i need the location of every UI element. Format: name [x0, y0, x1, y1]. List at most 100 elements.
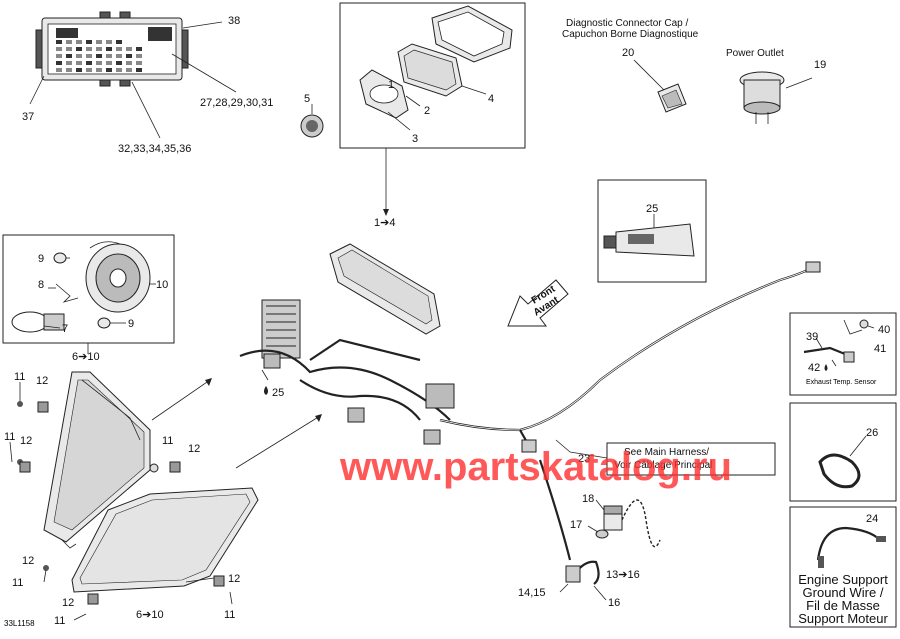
- callout-11-a: 11: [14, 371, 25, 383]
- fuse-slot: [56, 61, 62, 65]
- callout-10: 10: [156, 279, 168, 291]
- callout-12-b: 12: [20, 435, 32, 447]
- fuse-slot: [96, 40, 102, 44]
- callout-41: 41: [874, 343, 886, 355]
- exhaust-sensor-label: Exhaust Temp. Sensor: [806, 379, 877, 386]
- callout-13-to-16: 13➔16: [606, 569, 640, 581]
- fuse-slot: [76, 40, 82, 44]
- ground-wire-line-4: Support Moteur: [798, 611, 888, 626]
- fuse-slot: [136, 47, 142, 51]
- callout-20: 20: [622, 47, 634, 59]
- sealant-tube-illustration: [603, 223, 695, 257]
- fuse-slot: [66, 68, 72, 72]
- see-harness-label-fr: Voir Câblage Principal: [614, 460, 712, 471]
- fuse-slot: [96, 54, 102, 58]
- diag-cap-label-en: Diagnostic Connector Cap /: [566, 18, 689, 29]
- fuse-slot: [86, 68, 92, 72]
- fuse-slot: [136, 54, 142, 58]
- callout-3: 3: [412, 133, 418, 145]
- fuse-slot: [106, 54, 112, 58]
- callout-40: 40: [878, 324, 890, 336]
- callout-18: 18: [582, 493, 594, 505]
- callout-11-e: 11: [54, 615, 65, 627]
- callout-2: 2: [424, 105, 430, 117]
- fuse-slot: [96, 68, 102, 72]
- callout-11-f: 11: [224, 609, 235, 621]
- fuse-slot: [126, 61, 132, 65]
- drawing-code: 33L1158: [4, 619, 35, 628]
- sealant-frame: [597, 179, 707, 283]
- clamp-frame: [789, 402, 897, 502]
- fuse-slot: [66, 47, 72, 51]
- callout-4: 4: [488, 93, 494, 105]
- callout-6-to-10-top: 6➔10: [72, 351, 100, 363]
- fuse-slot: [136, 68, 142, 72]
- cluster-and-harness-illustration: [239, 243, 821, 561]
- callout-11-c: 11: [162, 435, 173, 447]
- watermark-text: www.partskatalog.ru: [339, 445, 732, 489]
- fuse-slot: [126, 54, 132, 58]
- left-headlight-illustration: [43, 371, 151, 549]
- tether-switch-illustration: [565, 499, 661, 585]
- callout-23: 23: [578, 453, 590, 465]
- callout-6-to-10-bottom: 6➔10: [136, 609, 164, 621]
- fuse-slot: [56, 54, 62, 58]
- diag-cap-label-fr: Capuchon Borne Diagnostique: [562, 29, 699, 40]
- callout-12-a: 12: [36, 375, 48, 387]
- exhaust-sensor-frame: [789, 312, 897, 396]
- fuse-slot: [86, 61, 92, 65]
- callout-39: 39: [806, 331, 818, 343]
- fuse-slot: [116, 40, 122, 44]
- callout-37: 37: [22, 111, 34, 123]
- diagnostic-cap-illustration: [657, 83, 687, 113]
- fuse-slot: [56, 68, 62, 72]
- fuse-slot: [116, 61, 122, 65]
- callout-32-36: 32,33,34,35,36: [118, 143, 191, 155]
- ground-wire-line-2: Ground Wire /: [803, 585, 884, 600]
- fuse-slot: [106, 68, 112, 72]
- gauge-kit-frame: [339, 2, 526, 149]
- fuse-slot: [86, 54, 92, 58]
- callout-7: 7: [62, 323, 68, 335]
- fuse-slot: [136, 61, 142, 65]
- exhaust-sensor-illustration: [803, 319, 869, 367]
- front-direction-arrow: [507, 279, 569, 327]
- fuse-slot: [86, 47, 92, 51]
- callout-1: 1: [388, 79, 394, 91]
- callout-12-e: 12: [62, 597, 74, 609]
- see-harness-label-en: See Main Harness/: [624, 447, 709, 458]
- right-headlight-illustration: [71, 487, 259, 593]
- fuse-slot: [96, 61, 102, 65]
- gauge-illustration: [300, 5, 513, 138]
- callout-19: 19: [814, 59, 826, 71]
- ground-wire-illustration: [816, 526, 886, 568]
- callout-14-15: 14,15: [518, 587, 546, 599]
- power-outlet-illustration: [739, 71, 785, 124]
- callout-17: 17: [570, 519, 582, 531]
- ground-wire-line-1: Engine Support: [798, 572, 888, 587]
- callout-38: 38: [228, 15, 240, 27]
- callout-12-f: 12: [228, 573, 240, 585]
- fuse-slot: [76, 54, 82, 58]
- fuse-slot: [106, 61, 112, 65]
- fuse-slot: [96, 47, 102, 51]
- ground-wire-line-3: Fil de Masse: [806, 598, 880, 613]
- fuse-slot: [116, 54, 122, 58]
- see-harness-frame: [606, 442, 776, 476]
- callout-42: 42: [808, 362, 820, 374]
- fuse-slot: [116, 47, 122, 51]
- callout-26: 26: [866, 427, 878, 439]
- callout-9-bottom: 9: [128, 318, 134, 330]
- oil-drop-icon: [824, 364, 828, 371]
- callout-25-sealant: 25: [646, 203, 658, 215]
- callout-11-d: 11: [12, 577, 23, 589]
- callout-11-b: 11: [4, 431, 15, 443]
- fuse-slot: [56, 47, 62, 51]
- fuse-slot: [76, 47, 82, 51]
- fuse-slot: [126, 47, 132, 51]
- fuse-slot: [56, 40, 62, 44]
- fuse-slot: [76, 68, 82, 72]
- fuse-slot: [76, 61, 82, 65]
